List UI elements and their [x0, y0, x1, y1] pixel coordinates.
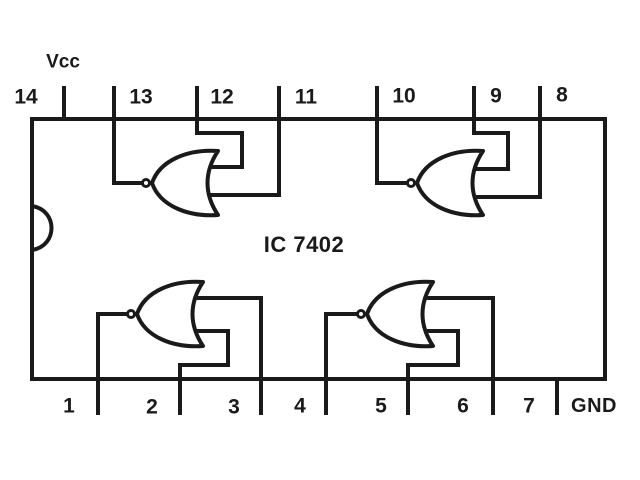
pin-2-label: 2 — [146, 395, 158, 419]
pin-12-label: 12 — [210, 85, 234, 109]
chip-title: IC 7402 — [263, 232, 345, 257]
nor-gate-1 — [135, 279, 205, 349]
pin-wire — [112, 86, 144, 185]
pin-8-label: 8 — [556, 83, 568, 107]
nor-gate-2-inversion-bubble — [356, 309, 366, 319]
pin-wire — [210, 86, 281, 197]
nor-gate-4 — [150, 148, 220, 218]
pin-wire — [324, 312, 359, 415]
nor-gate-2 — [365, 279, 435, 349]
pin-1-label: 1 — [63, 394, 75, 418]
pin-wire — [406, 329, 460, 415]
pin-wire — [420, 296, 495, 415]
pin-wire — [185, 296, 263, 415]
pin-14-label: 14 — [14, 85, 38, 109]
orientation-notch — [31, 204, 54, 252]
pin-wire — [375, 86, 409, 185]
pin-6-label: 6 — [457, 394, 469, 418]
pin-wire — [96, 312, 129, 415]
pin-wire — [460, 86, 510, 171]
pin-9-label: 9 — [490, 84, 502, 108]
nor-gate-3-inversion-bubble — [406, 178, 416, 188]
pin-7-label: 7 — [523, 394, 535, 418]
pin-13-label: 13 — [129, 85, 153, 109]
pin-wire — [195, 86, 244, 169]
pin-4-label: 4 — [294, 394, 306, 418]
pin-3-label: 3 — [228, 395, 240, 419]
nor-gate-1-inversion-bubble — [126, 309, 136, 319]
vcc-label: Vcc — [46, 51, 80, 73]
nor-gate-4-inversion-bubble — [141, 178, 151, 188]
pin-5-label: 5 — [375, 394, 387, 418]
pin-10-label: 10 — [392, 84, 416, 108]
nor-gate-3 — [415, 148, 485, 218]
pin-11-label: 11 — [294, 85, 318, 109]
pin-wire — [460, 86, 542, 199]
gnd-label: GND — [571, 395, 617, 417]
pin-wire — [178, 329, 230, 415]
